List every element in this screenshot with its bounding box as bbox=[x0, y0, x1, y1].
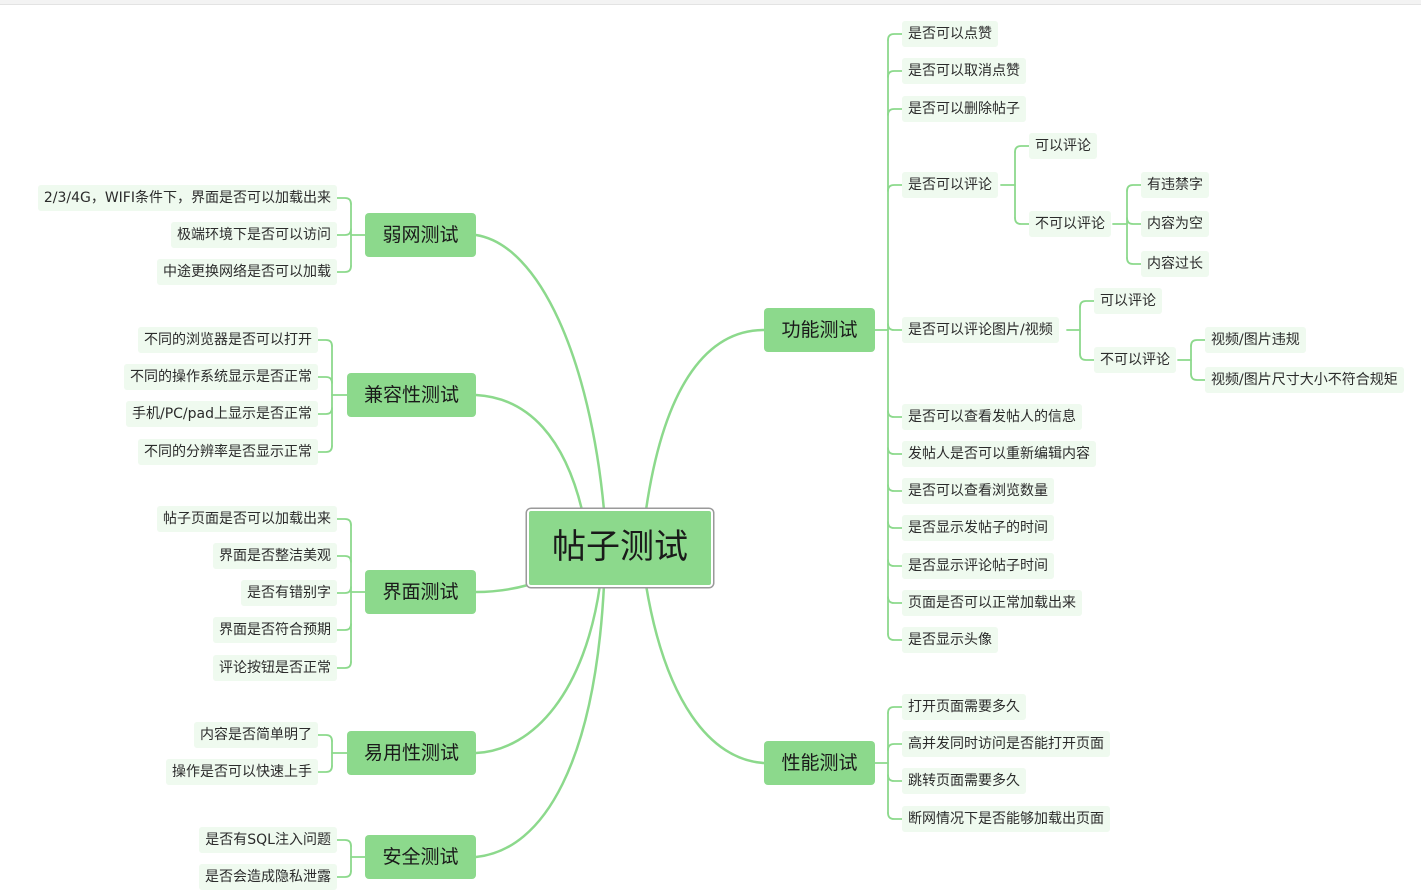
topic-ui[interactable]: 界面测试 bbox=[365, 570, 476, 614]
leaf-ui-5[interactable]: 评论按钮是否正常 bbox=[213, 655, 337, 681]
media-comment-leaf-2 bbox=[1079, 353, 1095, 361]
ui-leaf-3 bbox=[336, 586, 352, 594]
leaf-function-unlike[interactable]: 是否可以取消点赞 bbox=[902, 58, 1026, 84]
performance-leaf-3 bbox=[887, 774, 903, 782]
ui-leaf-4 bbox=[336, 623, 352, 631]
leaf-weak-network-2[interactable]: 极端环境下是否可以访问 bbox=[171, 222, 337, 248]
security-leaf-2 bbox=[336, 870, 352, 878]
leaf-function-rest-7[interactable]: 是否显示头像 bbox=[902, 627, 998, 653]
ui-leaf-1 bbox=[336, 518, 352, 526]
leaf-function-comment[interactable]: 是否可以评论 bbox=[902, 172, 998, 198]
leaf-performance-1[interactable]: 打开页面需要多久 bbox=[902, 694, 1026, 720]
function-leaf-4 bbox=[887, 184, 903, 192]
weak-network-leaf-2 bbox=[336, 228, 352, 236]
leaf-media-cannot-1[interactable]: 视频/图片违规 bbox=[1205, 327, 1306, 353]
leaf-ui-2[interactable]: 界面是否整洁美观 bbox=[213, 543, 337, 569]
leaf-compatibility-3[interactable]: 手机/PC/pad上显示是否正常 bbox=[125, 401, 318, 427]
root-link-6 bbox=[644, 328, 766, 512]
root-link-7 bbox=[644, 583, 766, 765]
performance-leaf-1 bbox=[887, 706, 903, 714]
function-leaf-1 bbox=[887, 33, 903, 41]
ui-leaf-2 bbox=[336, 555, 352, 563]
leaf-performance-2[interactable]: 高并发同时访问是否能打开页面 bbox=[902, 731, 1110, 757]
leaf-security-1[interactable]: 是否有SQL注入问题 bbox=[199, 827, 337, 853]
leaf-usability-1[interactable]: 内容是否简单明了 bbox=[194, 722, 318, 748]
root-link-3 bbox=[474, 583, 530, 594]
leaf-performance-4[interactable]: 断网情况下是否能够加载出页面 bbox=[902, 806, 1110, 832]
media-cannot-leaf-2 bbox=[1190, 373, 1206, 381]
leaf-function-rest-1[interactable]: 是否可以查看发帖人的信息 bbox=[902, 404, 1082, 430]
usability-leaf-2 bbox=[317, 765, 333, 773]
function-leaf-6 bbox=[887, 410, 903, 418]
leaf-ui-4[interactable]: 界面是否符合预期 bbox=[213, 617, 337, 643]
leaf-function-rest-5[interactable]: 是否显示评论帖子时间 bbox=[902, 553, 1054, 579]
ui-leaf-5 bbox=[336, 661, 352, 669]
leaf-compatibility-4[interactable]: 不同的分辨率是否显示正常 bbox=[138, 439, 318, 465]
leaf-function-rest-4[interactable]: 是否显示发帖子的时间 bbox=[902, 515, 1054, 541]
leaf-comment-cannot-2[interactable]: 内容为空 bbox=[1141, 211, 1209, 237]
topic-usability[interactable]: 易用性测试 bbox=[347, 731, 476, 775]
leaf-comment-cannot-1[interactable]: 有违禁字 bbox=[1141, 172, 1209, 198]
leaf-function-media-comment[interactable]: 是否可以评论图片/视频 bbox=[902, 317, 1059, 343]
function-leaf-5 bbox=[887, 323, 903, 331]
leaf-comment-can[interactable]: 可以评论 bbox=[1029, 133, 1097, 159]
comment-cannot-leaf-3 bbox=[1126, 257, 1142, 265]
comment-cannot-leaf-2 bbox=[1126, 217, 1142, 225]
function-leaf-11 bbox=[887, 596, 903, 604]
weak-network-leaf-3 bbox=[336, 265, 352, 273]
compatibility-leaf-1 bbox=[317, 339, 333, 347]
leaf-function-rest-6[interactable]: 页面是否可以正常加载出来 bbox=[902, 590, 1082, 616]
leaf-ui-3[interactable]: 是否有错别字 bbox=[241, 580, 337, 606]
leaf-function-rest-2[interactable]: 发帖人是否可以重新编辑内容 bbox=[902, 441, 1096, 467]
leaf-media-cannot[interactable]: 不可以评论 bbox=[1094, 347, 1176, 373]
root-link-4 bbox=[474, 583, 602, 755]
leaf-media-cannot-2[interactable]: 视频/图片尺寸大小不符合规矩 bbox=[1205, 367, 1404, 393]
compatibility-leaf-3 bbox=[317, 407, 333, 415]
leaf-compatibility-2[interactable]: 不同的操作系统显示是否正常 bbox=[124, 364, 318, 390]
leaf-performance-3[interactable]: 跳转页面需要多久 bbox=[902, 768, 1026, 794]
topic-weak-network[interactable]: 弱网测试 bbox=[365, 213, 476, 257]
function-leaf-8 bbox=[887, 484, 903, 492]
leaf-function-delete[interactable]: 是否可以删除帖子 bbox=[902, 96, 1026, 122]
leaf-comment-cannot[interactable]: 不可以评论 bbox=[1029, 211, 1111, 237]
function-leaf-10 bbox=[887, 559, 903, 567]
function-leaf-12 bbox=[887, 633, 903, 641]
comment-leaf-1 bbox=[1014, 145, 1030, 153]
function-leaf-9 bbox=[887, 521, 903, 529]
topic-performance[interactable]: 性能测试 bbox=[764, 741, 875, 785]
root-link-2 bbox=[474, 393, 584, 512]
security-leaf-1 bbox=[336, 839, 352, 847]
topic-function[interactable]: 功能测试 bbox=[764, 308, 875, 352]
compatibility-leaf-4 bbox=[317, 445, 333, 453]
leaf-usability-2[interactable]: 操作是否可以快速上手 bbox=[166, 759, 318, 785]
usability-leaf-1 bbox=[317, 734, 333, 742]
leaf-compatibility-1[interactable]: 不同的浏览器是否可以打开 bbox=[138, 327, 318, 353]
compatibility-leaf-2 bbox=[317, 376, 333, 384]
topic-security[interactable]: 安全测试 bbox=[365, 835, 476, 879]
leaf-function-rest-3[interactable]: 是否可以查看浏览数量 bbox=[902, 478, 1054, 504]
function-leaf-2 bbox=[887, 70, 903, 78]
function-leaf-7 bbox=[887, 447, 903, 455]
root-link-5 bbox=[474, 583, 606, 859]
media-cannot-leaf-1 bbox=[1190, 339, 1206, 347]
top-border bbox=[0, 0, 1421, 5]
comment-leaf-2 bbox=[1014, 217, 1030, 225]
root-node[interactable]: 帖子测试 bbox=[527, 509, 713, 587]
leaf-ui-1[interactable]: 帖子页面是否可以加载出来 bbox=[157, 506, 337, 532]
leaf-comment-cannot-3[interactable]: 内容过长 bbox=[1141, 251, 1209, 277]
leaf-security-2[interactable]: 是否会造成隐私泄露 bbox=[199, 864, 337, 890]
media-comment-leaf-1 bbox=[1079, 300, 1095, 308]
leaf-weak-network-1[interactable]: 2/3/4G，WIFI条件下，界面是否可以加载出来 bbox=[37, 185, 337, 211]
root-link-1 bbox=[474, 233, 606, 512]
weak-network-leaf-1 bbox=[336, 197, 352, 205]
performance-leaf-2 bbox=[887, 743, 903, 751]
leaf-function-like[interactable]: 是否可以点赞 bbox=[902, 21, 998, 47]
leaf-weak-network-3[interactable]: 中途更换网络是否可以加载 bbox=[157, 259, 337, 285]
topic-compatibility[interactable]: 兼容性测试 bbox=[347, 373, 476, 417]
performance-leaf-4 bbox=[887, 812, 903, 820]
function-leaf-3 bbox=[887, 108, 903, 116]
comment-cannot-leaf-1 bbox=[1126, 184, 1142, 192]
leaf-media-can[interactable]: 可以评论 bbox=[1094, 288, 1162, 314]
